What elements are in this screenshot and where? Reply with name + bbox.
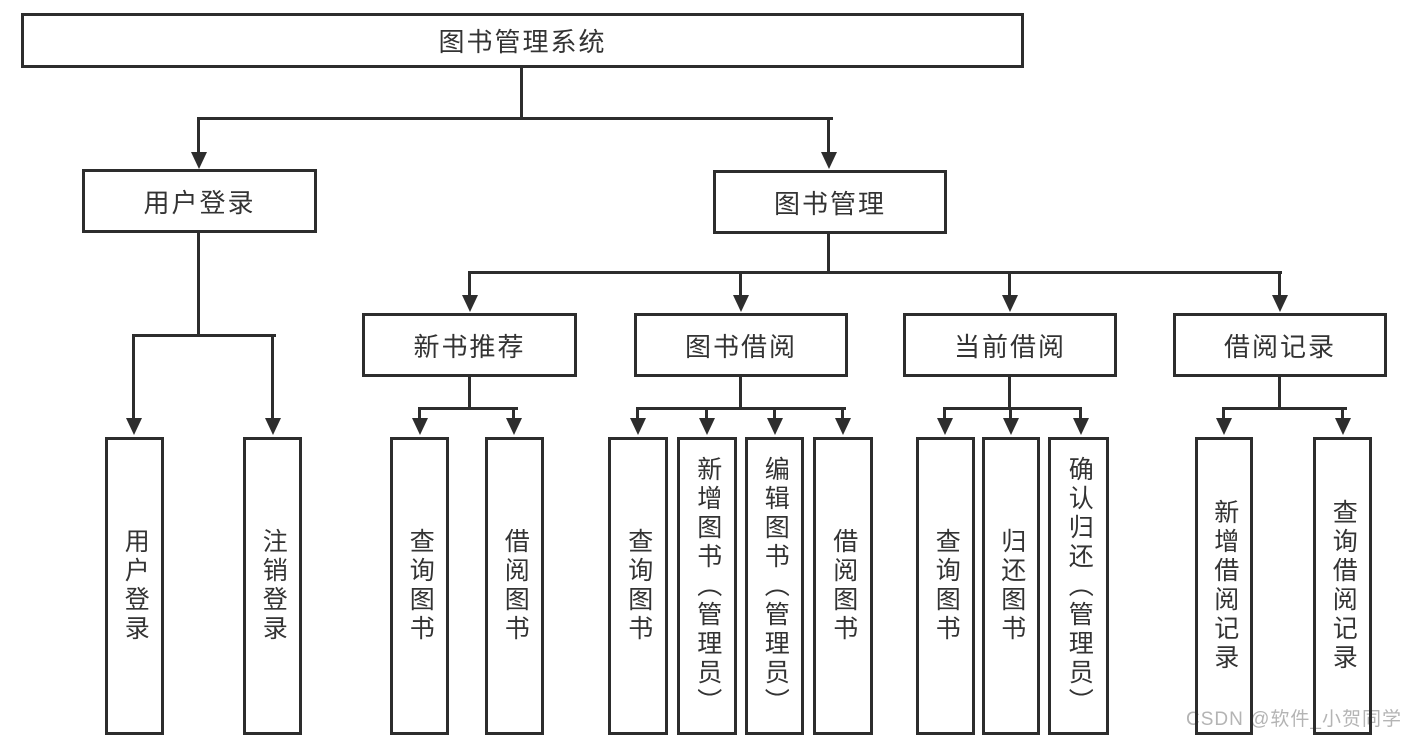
arrow-down-icon [191,152,207,169]
node-user-login: 用户登录 [82,169,317,233]
leaf-borrow-books-recommend: 借阅图书 [485,437,544,735]
arrow-down-icon [462,295,478,312]
node-current-borrowing: 当前借阅 [903,313,1117,377]
connector-login-hline [132,334,276,337]
arrow-down-icon [1003,418,1019,435]
connector-current-vline [1008,377,1011,410]
leaf-query-books-current: 查询图书 [916,437,975,735]
leaf-borrow-books-borrowing: 借阅图书 [813,437,873,735]
connector-recommend-shaft-2 [512,407,515,420]
arrow-down-icon [937,418,953,435]
arrow-down-icon [265,418,281,435]
connector-root-left-shaft [197,117,200,155]
arrow-down-icon [1073,418,1089,435]
node-borrowing-records: 借阅记录 [1173,313,1387,377]
connector-borrowing-shaft-4 [841,407,844,420]
connector-login-shaft-2 [271,334,274,420]
leaf-query-borrow-record: 查询借阅记录 [1313,437,1372,735]
connector-records-vline [1278,377,1281,410]
arrow-down-icon [412,418,428,435]
connector-login-vline [197,233,200,337]
leaf-return-books: 归还图书 [982,437,1040,735]
connector-records-shaft-2 [1341,407,1344,420]
arrow-down-icon [1272,295,1288,312]
connector-current-hline [943,407,1082,410]
arrow-down-icon [835,418,851,435]
arrow-down-icon [1335,418,1351,435]
connector-login-shaft-1 [132,334,135,420]
connector-borrowing-hline [636,407,846,410]
connector-recommend-hline [418,407,518,410]
arrow-down-icon [699,418,715,435]
connector-current-shaft-3 [1079,407,1082,420]
leaf-add-books-admin: 新增图书（管理员） [677,437,737,735]
connector-root-right-shaft [827,117,830,155]
leaf-query-books-recommend: 查询图书 [390,437,449,735]
arrow-down-icon [126,418,142,435]
connector-root-vline [520,66,523,120]
node-book-management-system: 图书管理系统 [21,13,1024,68]
connector-mgmt-hline [468,271,1282,274]
arrow-down-icon [630,418,646,435]
connector-recommend-vline [468,377,471,410]
arrow-down-icon [1002,295,1018,312]
node-book-borrowing: 图书借阅 [634,313,848,377]
leaf-confirm-return-admin: 确认归还（管理员） [1048,437,1109,735]
node-book-management: 图书管理 [713,170,947,234]
leaf-logout-login: 注销登录 [243,437,302,735]
connector-mgmt-shaft-4 [1278,271,1281,296]
connector-root-hline [197,117,833,120]
connector-borrowing-shaft-2 [705,407,708,420]
connector-records-hline [1222,407,1347,410]
connector-mgmt-shaft-1 [468,271,471,296]
connector-mgmt-shaft-2 [739,271,742,296]
watermark-text: CSDN @软件_小贺同学 [1186,709,1402,730]
connector-borrowing-shaft-3 [773,407,776,420]
arrow-down-icon [1216,418,1232,435]
connector-mgmt-shaft-3 [1008,271,1011,296]
arrow-down-icon [821,152,837,169]
leaf-add-borrow-record: 新增借阅记录 [1195,437,1253,735]
connector-borrowing-vline [739,377,742,410]
connector-mgmt-vline [827,234,830,274]
leaf-query-books-borrowing: 查询图书 [608,437,668,735]
arrow-down-icon [767,418,783,435]
connector-borrowing-shaft-1 [636,407,639,420]
leaf-edit-books-admin: 编辑图书（管理员） [745,437,804,735]
connector-current-shaft-2 [1009,407,1012,420]
connector-current-shaft-1 [943,407,946,420]
connector-recommend-shaft-1 [418,407,421,420]
connector-records-shaft-1 [1222,407,1225,420]
arrow-down-icon [733,295,749,312]
node-new-book-recommendation: 新书推荐 [362,313,577,377]
leaf-user-login: 用户登录 [105,437,164,735]
arrow-down-icon [506,418,522,435]
